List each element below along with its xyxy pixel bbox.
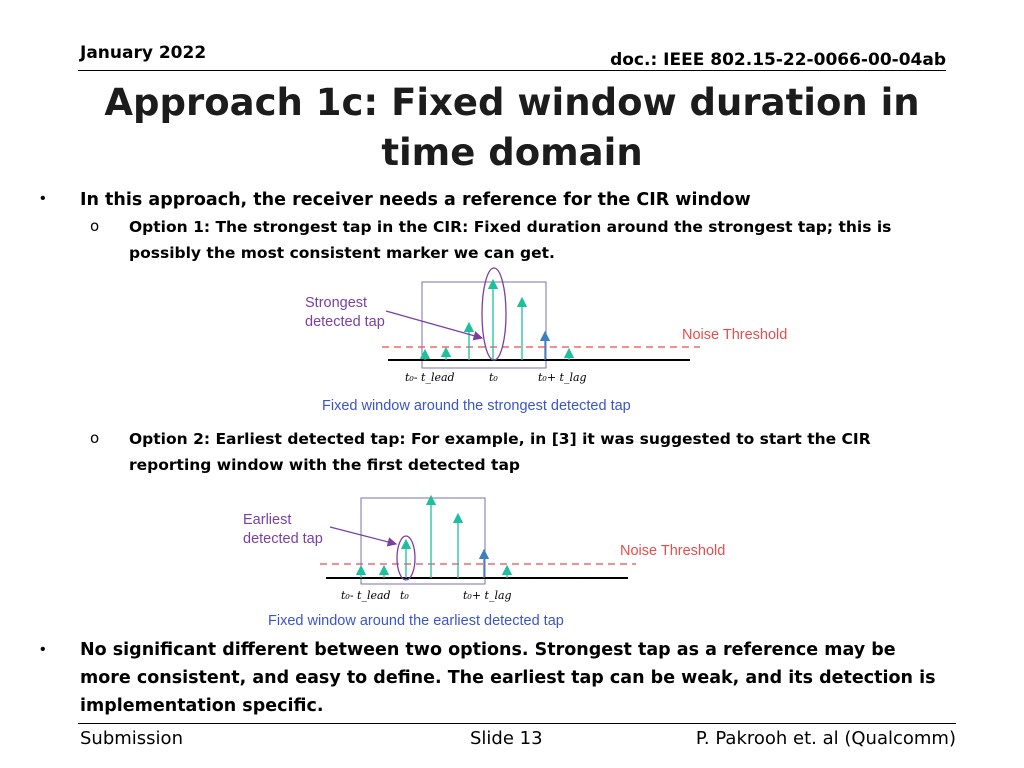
bullet-marker: • (40, 641, 46, 658)
header-divider (78, 70, 946, 71)
figure-earliest-tap: Earliest detected tap Noise Threshold t₀… (243, 494, 725, 629)
label-t0: t₀ (489, 371, 498, 384)
footer-divider (78, 723, 956, 724)
noise-threshold-label: Noise Threshold (620, 543, 725, 559)
slide-title: Approach 1c: Fixed window duration in ti… (104, 81, 920, 174)
callout-arrow (329, 526, 398, 547)
label-t0-lag: t₀+ t_lag (538, 371, 587, 384)
callout-label-line2: detected tap (305, 314, 385, 330)
label-t0-lead: t₀- t_lead (341, 589, 391, 602)
window-box (421, 281, 547, 369)
bullet-marker: • (40, 190, 46, 207)
header-date: January 2022 (80, 43, 207, 63)
callout-label-line1: Earliest (243, 512, 291, 528)
window-box (360, 497, 486, 585)
bullet-option1: Option 1: The strongest tap in the CIR: … (129, 218, 892, 262)
bullet-intro: In this approach, the receiver needs a r… (80, 190, 751, 210)
label-t0-lead: t₀- t_lead (405, 371, 455, 384)
figure-caption: Fixed window around the strongest detect… (322, 398, 631, 414)
bullet-conclusion: No significant different between two opt… (80, 640, 936, 716)
strongest-tap-ellipse (481, 267, 507, 361)
figure-strongest-tap: Strongest detected tap Noise Threshold t… (305, 267, 787, 414)
earliest-tap-ellipse (396, 535, 416, 581)
footer-submission: Submission (80, 728, 183, 749)
figure-caption: Fixed window around the earliest detecte… (268, 613, 564, 629)
sub-bullet-marker: o (90, 217, 100, 235)
footer-slide-number: Slide 13 (470, 728, 543, 749)
bullet-option2: Option 2: Earliest detected tap: For exa… (129, 430, 871, 474)
noise-threshold-label: Noise Threshold (682, 327, 787, 343)
header-doc-id: doc.: IEEE 802.15-22-0066-00-04ab (610, 50, 946, 70)
sub-bullet-marker: o (90, 429, 100, 447)
callout-label-line1: Strongest (305, 295, 367, 311)
label-t0-lag: t₀+ t_lag (463, 589, 512, 602)
label-t0: t₀ (400, 589, 409, 602)
callout-arrow (385, 310, 484, 341)
callout-label-line2: detected tap (243, 531, 323, 547)
footer-authors: P. Pakrooh et. al (Qualcomm) (695, 728, 956, 749)
